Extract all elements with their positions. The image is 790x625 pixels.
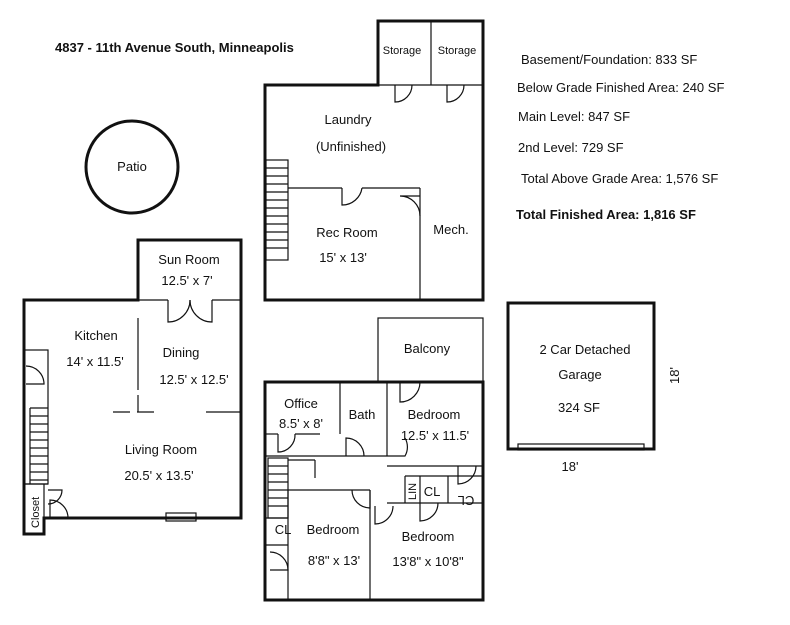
sun-room-label: Sun Room — [158, 252, 219, 267]
linen-label: LIN — [407, 483, 419, 500]
bedroom3-label: Bedroom — [402, 529, 455, 544]
upper-level-plan: Balcony Office 8.5' x 8' Bath Bedroom 12… — [263, 317, 485, 602]
stat-below-grade: Below Grade Finished Area: 240 SF — [517, 80, 724, 95]
stat-total-finished: Total Finished Area: 1,816 SF — [516, 207, 696, 222]
garage-area: 324 SF — [558, 400, 600, 415]
stat-basement: Basement/Foundation: 833 SF — [521, 52, 697, 67]
storage-b-label: Storage — [438, 45, 477, 57]
closet3-label: CL — [275, 522, 292, 537]
mech-label: Mech. — [433, 222, 468, 237]
main-level-plan: Sun Room 12.5' x 7' Kitchen 14' x 11.5' … — [22, 238, 243, 536]
rec-room-label: Rec Room — [316, 225, 377, 240]
dining-label: Dining — [163, 345, 200, 360]
address-title: 4837 - 11th Avenue South, Minneapolis — [55, 40, 294, 55]
storage-a-label: Storage — [383, 45, 422, 57]
stat-above-grade: Total Above Grade Area: 1,576 SF — [521, 171, 718, 186]
garage-dim-side: 18' — [667, 367, 682, 384]
laundry-note: (Unfinished) — [316, 139, 386, 154]
bedroom3-dim: 13'8" x 10'8" — [392, 554, 464, 569]
laundry-label: Laundry — [325, 112, 372, 127]
sun-room-dim: 12.5' x 7' — [161, 273, 212, 288]
bedroom1-dim: 12.5' x 11.5' — [401, 428, 469, 443]
closet2-label: CL — [458, 493, 475, 508]
living-room-dim: 20.5' x 13.5' — [124, 468, 193, 483]
basement-plan: Storage Storage Laundry (Unfinished) Rec… — [263, 19, 485, 302]
closet1-label: CL — [424, 484, 441, 499]
patio: Patio — [84, 119, 180, 215]
kitchen-dim: 14' x 11.5' — [66, 354, 123, 369]
bedroom2-label: Bedroom — [307, 522, 360, 537]
garage-title-1: 2 Car Detached — [539, 342, 630, 357]
stat-main-level: Main Level: 847 SF — [518, 109, 630, 124]
main-stairs — [23, 349, 49, 485]
upper-stairs — [267, 457, 316, 519]
kitchen-label: Kitchen — [74, 328, 117, 343]
garage-dim-bottom: 18' — [562, 459, 579, 474]
bath-label: Bath — [349, 407, 376, 422]
office-label: Office — [284, 396, 318, 411]
stat-2nd-level: 2nd Level: 729 SF — [518, 140, 624, 155]
rec-room-dim: 15' x 13' — [319, 250, 367, 265]
patio-label: Patio — [117, 159, 147, 174]
dining-dim: 12.5' x 12.5' — [159, 372, 228, 387]
closet-label: Closet — [30, 497, 42, 528]
garage-title-2: Garage — [558, 367, 601, 382]
basement-stairs — [265, 159, 289, 261]
garage-plan: 2 Car Detached Garage 324 SF 18' 18' — [506, 301, 682, 474]
bedroom1-label: Bedroom — [408, 407, 461, 422]
living-room-label: Living Room — [125, 442, 197, 457]
balcony-label: Balcony — [404, 341, 451, 356]
bedroom2-dim: 8'8" x 13' — [308, 553, 360, 568]
office-dim: 8.5' x 8' — [279, 416, 323, 431]
